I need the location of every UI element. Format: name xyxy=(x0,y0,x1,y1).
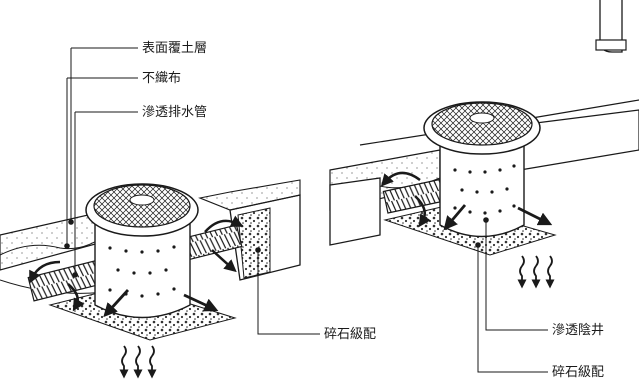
left-well-grate xyxy=(93,184,191,228)
left-box-top xyxy=(198,179,301,211)
left-curved-flow-arrow-west xyxy=(29,260,61,284)
downspout-collar xyxy=(595,39,627,51)
leader-drain-pipe xyxy=(74,111,138,275)
left-curved-flow-arrow-west-2 xyxy=(67,283,85,312)
right-well-holes xyxy=(453,164,516,215)
label-nonwoven: 不織布 xyxy=(142,71,181,86)
left-infiltration-assembly xyxy=(0,179,301,379)
right-curved-flow-arrow xyxy=(380,171,421,187)
label-drain-pipe: 滲透排水管 xyxy=(142,105,207,120)
leader-lines xyxy=(64,47,548,373)
leader-gravel-right xyxy=(477,245,548,373)
right-box-block xyxy=(329,177,381,246)
left-curved-flow-arrow-east xyxy=(204,215,244,233)
label-gravel-right: 碎石級配 xyxy=(552,365,604,380)
right-outflow-arrow-right xyxy=(517,206,553,226)
label-gravel-left: 碎石級配 xyxy=(324,327,376,342)
left-grate-center xyxy=(129,194,155,206)
right-grate-center xyxy=(469,112,495,124)
left-outflow-arrow-right xyxy=(183,293,219,312)
label-surface-layer: 表面覆土層 xyxy=(142,41,207,56)
left-gravel-fill xyxy=(237,207,271,279)
leader-gravel-left xyxy=(257,250,320,335)
left-curved-flow-arrow-east-2 xyxy=(211,249,237,273)
right-curb xyxy=(519,109,639,171)
left-seep-arrows xyxy=(119,345,157,379)
right-outflow-arrow-left xyxy=(443,204,467,231)
right-infiltration-assembly xyxy=(329,0,639,289)
label-infiltration-well: 滲透陰井 xyxy=(552,323,604,338)
right-well-grate xyxy=(431,102,533,146)
right-curved-flow-arrow-2 xyxy=(414,195,431,228)
left-outflow-arrow-left xyxy=(103,289,130,318)
leader-nonwoven xyxy=(66,77,138,246)
leader-infiltration-well xyxy=(485,220,548,331)
left-well-body xyxy=(94,214,191,319)
right-seep-arrows xyxy=(517,255,555,289)
left-well-holes xyxy=(108,245,176,298)
